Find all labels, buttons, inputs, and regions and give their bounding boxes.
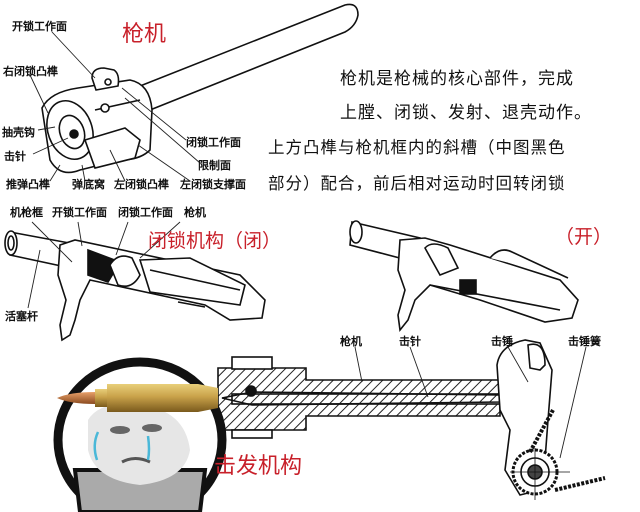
firing-drawing <box>217 339 606 500</box>
label-firing-pin: 击针 <box>4 150 26 163</box>
label-lock-surface-2: 闭锁工作面 <box>118 206 173 219</box>
label-limit-surface: 限制面 <box>198 159 231 172</box>
description-line-1: 枪机是枪械的核心部件，完成 <box>340 69 574 89</box>
label-unlock-surface: 开锁工作面 <box>12 20 67 33</box>
meme-face <box>53 357 227 512</box>
label-lock-surface: 闭锁工作面 <box>186 136 241 149</box>
label-unlock-surface-2: 开锁工作面 <box>52 206 107 219</box>
bolt-leader-lines <box>29 31 201 182</box>
bullet <box>57 384 218 412</box>
label-right-locking-lug: 右闭锁凸榫 <box>3 65 58 78</box>
label-hammer-spring: 击锤簧 <box>568 335 601 348</box>
label-hammer: 击锤 <box>491 335 513 348</box>
label-ejector-lug: 推弹凸榫 <box>6 178 50 191</box>
label-bolt-carrier: 机枪框 <box>10 206 43 219</box>
description-line-3: 上方凸榫与枪机框内的斜槽（中图黑色 <box>268 138 566 157</box>
label-left-locking-lug: 左闭锁凸榫 <box>114 178 169 191</box>
description-line-4: 部分）配合，前后相对运动时回转闭锁 <box>268 174 566 193</box>
locking-closed-drawing <box>4 230 266 342</box>
locking-closed-title: 闭锁机构（闭） <box>148 230 282 252</box>
bolt-title: 枪机 <box>122 22 167 47</box>
label-bolt-2: 枪机 <box>184 206 206 219</box>
locking-open-title: （开） <box>555 226 613 248</box>
locking-leader-lines <box>27 221 181 309</box>
label-left-support-surface: 左闭锁支撑面 <box>180 178 246 191</box>
firing-leader-lines <box>354 346 587 459</box>
description-line-2: 上膛、闭锁、发射、退壳动作。 <box>340 103 592 123</box>
label-bolt-3: 枪机 <box>340 335 362 348</box>
locking-open-drawing <box>349 220 579 332</box>
bolt-drawing <box>41 3 359 174</box>
label-extractor: 抽壳钩 <box>2 126 35 139</box>
label-piston-rod: 活塞杆 <box>5 310 38 323</box>
label-case-head-recess: 弹底窝 <box>72 178 105 191</box>
label-firing-pin-2: 击针 <box>399 335 421 348</box>
firing-title: 击发机构 <box>214 454 303 479</box>
